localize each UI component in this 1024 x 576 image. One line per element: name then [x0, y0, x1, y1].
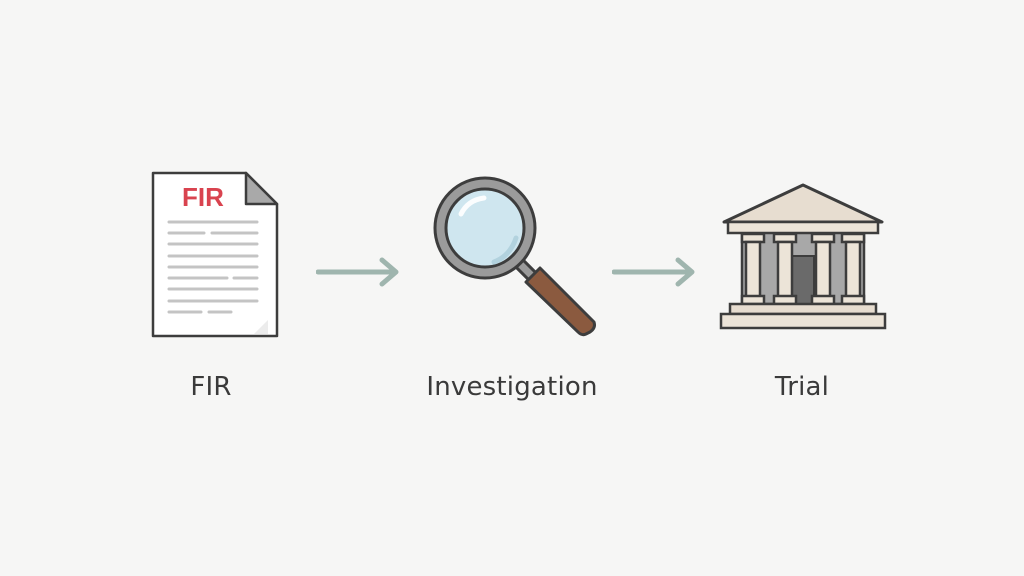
step-label-trial: Trial	[774, 372, 830, 402]
arrow-right-icon	[611, 256, 698, 292]
step-label-fir: FIR	[190, 372, 232, 402]
step-label-investigation: Investigation	[426, 372, 598, 402]
document-icon: FIR	[150, 170, 280, 340]
magnifying-glass-icon	[428, 172, 604, 344]
courthouse-icon	[718, 182, 888, 334]
document-title-text: FIR	[182, 182, 224, 212]
arrow-right-icon	[315, 256, 402, 292]
